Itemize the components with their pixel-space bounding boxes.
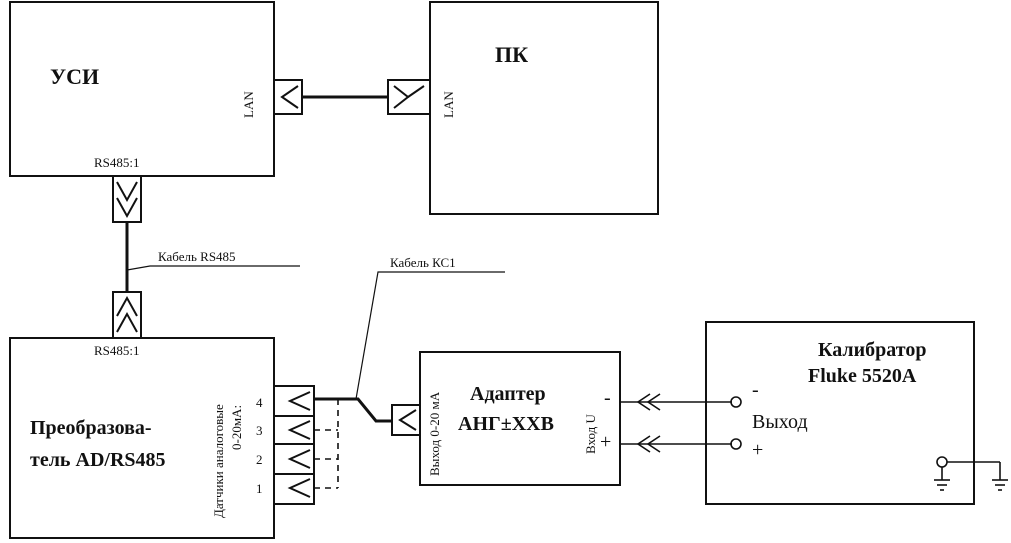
calibrator-output-label: Выход	[752, 411, 808, 433]
calibrator-minus-terminal	[730, 396, 742, 408]
pc-block	[429, 1, 659, 215]
sensor-connectors	[273, 385, 315, 505]
calibrator-block	[705, 321, 975, 505]
pc-lan-label: LAN	[441, 91, 456, 118]
pc-title: ПК	[495, 42, 529, 67]
adapter-title-line1: Адаптер	[470, 383, 546, 405]
usi-block	[9, 1, 275, 177]
adapter-output-label: Выход 0-20 мА	[427, 391, 442, 476]
converter-rs485-connector	[112, 291, 142, 339]
channel-3-label: 3	[256, 423, 263, 438]
calibrator-title-line2: Fluke 5520A	[808, 365, 917, 387]
usi-lan-label: LAN	[241, 91, 256, 118]
usi-rs485-connector	[112, 175, 142, 223]
converter-title-line1: Преобразова-	[30, 417, 152, 439]
sensors-label-line2: 0-20мА:	[229, 404, 244, 450]
adapter-output-connector	[391, 404, 421, 436]
calibrator-minus-label: -	[752, 379, 759, 401]
spare-channel-lines	[314, 399, 339, 489]
channel-1-label: 1	[256, 481, 263, 496]
ks1-cable-leader	[355, 271, 505, 400]
channel-2-label: 2	[256, 452, 263, 467]
usi-rs485-label: RS485:1	[94, 155, 140, 170]
adapter-title-line2: АНГ±ХХВ	[458, 413, 554, 435]
usi-lan-connector	[273, 79, 303, 115]
rs485-cable-leader	[126, 265, 300, 271]
calibrator-plus-label: +	[752, 439, 764, 461]
adapter-input-label: Вход U	[583, 414, 598, 454]
converter-rs485-label: RS485:1	[94, 343, 140, 358]
calibrator-plus-terminal	[730, 438, 742, 450]
ground-icon	[934, 456, 1008, 491]
ks1-cable-label: Кабель КС1	[390, 255, 456, 270]
adapter-minus-label: -	[604, 387, 611, 409]
calibrator-title-line1: Калибратор	[818, 339, 927, 361]
minus-lead	[620, 393, 732, 411]
converter-title-line2: тель AD/RS485	[30, 449, 166, 471]
sensors-label-line1: Датчики аналоговые	[211, 404, 226, 518]
pc-lan-connector	[387, 79, 431, 115]
usi-title: УСИ	[50, 64, 100, 89]
adapter-plus-label: +	[600, 431, 612, 453]
channel-4-label: 4	[256, 395, 263, 410]
rs485-cable-label: Кабель RS485	[158, 249, 236, 264]
plus-lead	[620, 435, 732, 453]
ks1-cable	[314, 397, 392, 423]
